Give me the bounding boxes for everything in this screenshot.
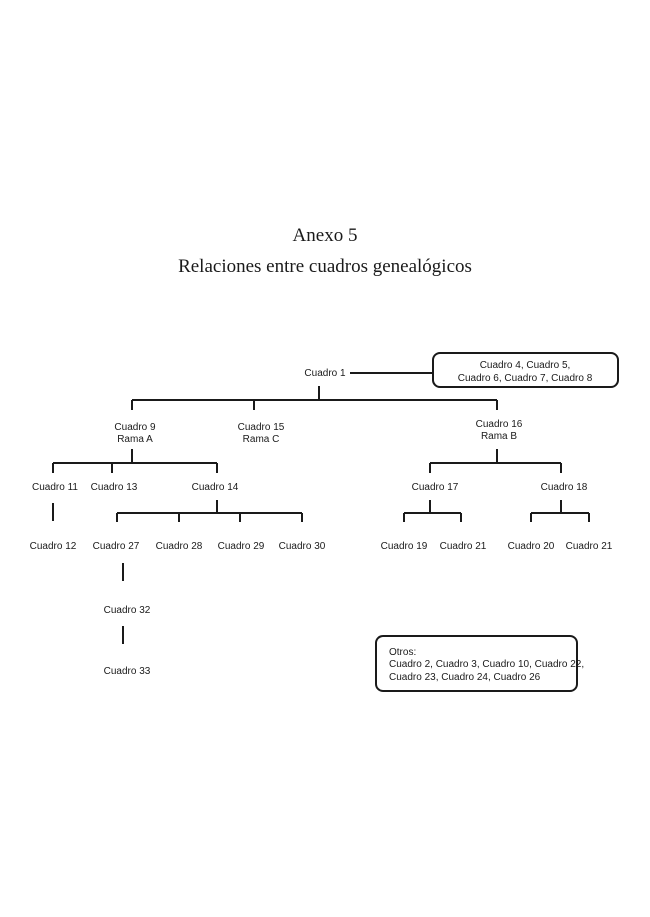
related-box-line-2: Cuadro 6, Cuadro 7, Cuadro 8: [458, 373, 593, 384]
node-cuadro-1: Cuadro 1: [304, 368, 346, 379]
node-rama-b: Rama B: [481, 431, 517, 442]
node-cuadro-12: Cuadro 12: [30, 541, 77, 552]
node-cuadro-9: Cuadro 9: [114, 422, 156, 433]
node-cuadro-11: Cuadro 11: [32, 482, 78, 493]
page-subtitle: Relaciones entre cuadros genealógicos: [178, 256, 472, 277]
node-cuadro-33: Cuadro 33: [104, 666, 151, 677]
node-cuadro-21-right: Cuadro 21: [566, 541, 613, 552]
node-rama-a: Rama A: [117, 434, 153, 445]
node-cuadro-20: Cuadro 20: [508, 541, 555, 552]
node-cuadro-15: Cuadro 15: [238, 422, 285, 433]
otros-box-heading: Otros:: [389, 647, 416, 658]
node-cuadro-16: Cuadro 16: [476, 419, 523, 430]
related-box: [432, 352, 619, 388]
node-cuadro-18: Cuadro 18: [541, 482, 588, 493]
node-cuadro-21-left: Cuadro 21: [440, 541, 487, 552]
related-box-line-1: Cuadro 4, Cuadro 5,: [480, 360, 571, 371]
node-rama-c: Rama C: [243, 434, 280, 445]
node-cuadro-17: Cuadro 17: [412, 482, 459, 493]
node-cuadro-13: Cuadro 13: [91, 482, 138, 493]
node-cuadro-28: Cuadro 28: [156, 541, 203, 552]
node-cuadro-30: Cuadro 30: [279, 541, 326, 552]
node-cuadro-14: Cuadro 14: [192, 482, 239, 493]
node-cuadro-27: Cuadro 27: [93, 541, 140, 552]
otros-box-line-1: Cuadro 2, Cuadro 3, Cuadro 10, Cuadro 22…: [389, 659, 584, 670]
node-cuadro-32: Cuadro 32: [104, 605, 151, 616]
page-title: Anexo 5: [292, 225, 358, 246]
node-cuadro-29: Cuadro 29: [218, 541, 265, 552]
connector-lines: [52, 372, 590, 644]
otros-box: [375, 635, 578, 692]
node-cuadro-19: Cuadro 19: [381, 541, 428, 552]
otros-box-line-2: Cuadro 23, Cuadro 24, Cuadro 26: [389, 672, 541, 683]
